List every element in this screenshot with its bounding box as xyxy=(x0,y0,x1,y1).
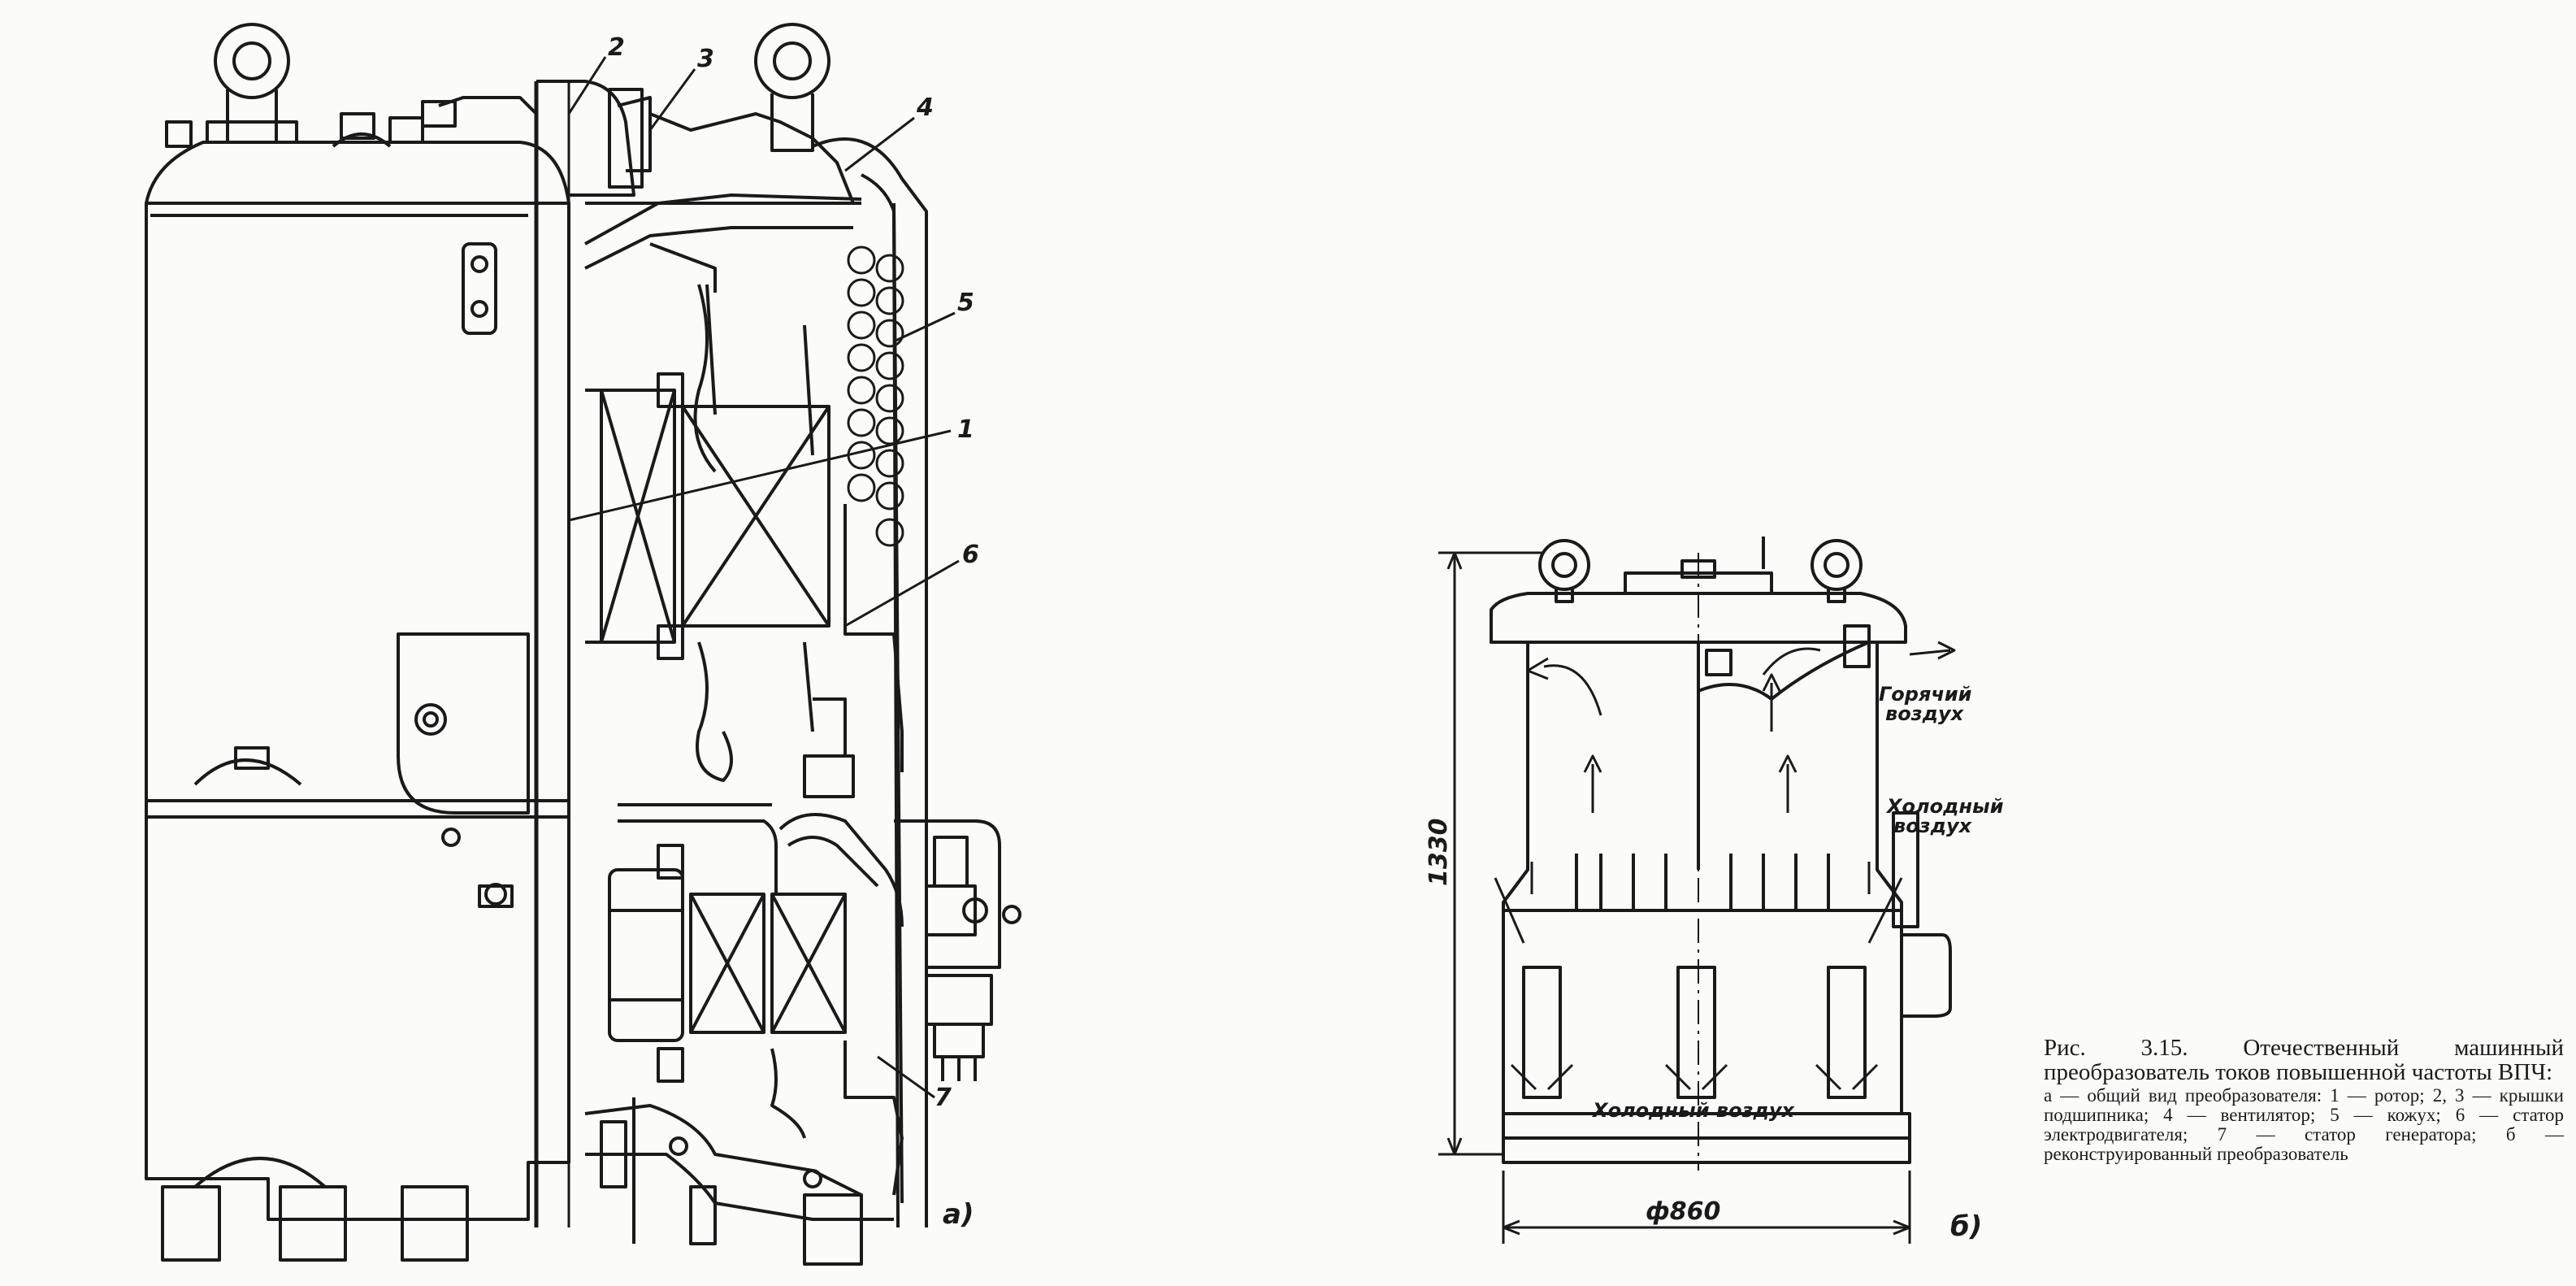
caption-figure-number: Рис. 3.15. xyxy=(2044,1035,2188,1061)
housing-outline xyxy=(145,202,570,1221)
hot-air-label-2: воздух xyxy=(1885,702,1965,725)
callout-6: 6 xyxy=(962,541,979,569)
diameter-dimension: ф860 xyxy=(1646,1197,1720,1226)
figure-b-label: б) xyxy=(1950,1210,1982,1243)
figure-b-drawing xyxy=(1438,537,1956,1244)
cold-air-bottom-label: Холодный воздух xyxy=(1591,1099,1796,1122)
figure-a-drawing xyxy=(145,23,1021,1266)
caption-title: Рис. 3.15. Отечественный машинный преобр… xyxy=(2044,1036,2564,1084)
callout-3: 3 xyxy=(697,45,714,73)
caption-title-text: Отечественный машинный преобразователь т… xyxy=(2044,1035,2564,1085)
callout-7: 7 xyxy=(935,1084,952,1112)
caption-body: а — общий вид преобразователя: 1 — ротор… xyxy=(2044,1085,2564,1164)
callout-1: 1 xyxy=(957,415,974,444)
cold-air-right-label-2: воздух xyxy=(1893,815,1973,837)
callout-2: 2 xyxy=(608,33,625,62)
hot-air-label-1: Горячий xyxy=(1879,683,1972,706)
cold-air-right-label-1: Холодный xyxy=(1885,795,2004,818)
cooling-coils xyxy=(847,245,904,547)
callout-5: 5 xyxy=(957,289,974,317)
callout-4: 4 xyxy=(916,93,934,122)
height-dimension: 1330 xyxy=(1425,819,1453,887)
figure-caption: Рис. 3.15. Отечественный машинный преобр… xyxy=(2044,1036,2564,1164)
figure-a-label: а) xyxy=(943,1198,974,1231)
